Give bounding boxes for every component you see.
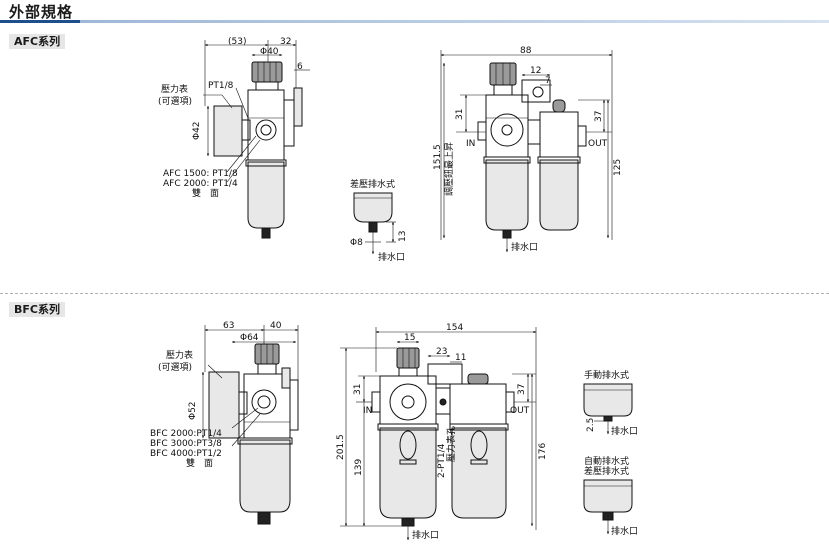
bfc-dia-gauge: Φ52	[188, 401, 198, 420]
bfc-both-sides: 雙 面	[186, 457, 213, 469]
afc-series-tag: AFC系列	[9, 34, 66, 49]
bfc-manual-drain-valve	[603, 415, 613, 422]
afc-in-label: IN	[466, 139, 475, 149]
bfc-bracket	[281, 367, 291, 389]
section-header: 外部規格	[0, 0, 829, 24]
bfc-combo-knob	[396, 347, 420, 369]
afc-combo-right-body	[539, 111, 579, 158]
bfc-dim-64: Φ64	[240, 333, 259, 343]
bfc-in-label: IN	[363, 406, 372, 416]
bfc-manual-drain-port: 排水口	[611, 425, 638, 437]
afc-adjust-knob	[251, 61, 283, 83]
bfc-combo-right-bowl	[451, 427, 507, 519]
bfc-drain-valve	[257, 511, 271, 525]
afc-drain-port: 排水口	[378, 251, 405, 263]
afc-gauge-label-1: 壓力表	[161, 83, 188, 95]
afc-dim-53: (53)	[228, 37, 246, 47]
bfc-manual-drain-detail	[583, 383, 633, 435]
afc-diff-drain-detail	[353, 192, 396, 255]
afc-out-label: OUT	[588, 139, 608, 149]
afc-combo-drain-port: 排水口	[511, 241, 538, 253]
afc-combo-view	[440, 50, 613, 253]
bfc-port-2: BFC 3000:PT3/8	[150, 439, 222, 449]
afc-dim-13: 13	[398, 231, 408, 242]
afc-combo-right-bowl	[539, 159, 579, 231]
bfc-dim-11: 11	[455, 353, 466, 363]
afc-combo-left-bowl	[485, 159, 529, 231]
bfc-dim-31: 31	[353, 384, 363, 395]
afc-both-sides: 雙 面	[192, 187, 219, 199]
bfc-combo-gauge-block	[427, 363, 463, 385]
afc-port-1: AFC 1500: PT1/8	[163, 169, 238, 179]
afc-adjust-knob-note: 調壓鈕最上昇	[443, 142, 455, 196]
afc-port-2: AFC 2000: PT1/4	[163, 179, 238, 189]
afc-dia-gauge: Φ42	[192, 121, 202, 140]
afc-combo-lubricator-cap	[552, 99, 566, 113]
bfc-dim-2-5: 2.5	[586, 418, 596, 432]
afc-combo-drain-valve	[502, 229, 512, 239]
bfc-dim-40: 40	[270, 321, 282, 331]
bfc-series-tag: BFC系列	[9, 302, 65, 317]
afc-diff-drain-bowl	[353, 192, 393, 223]
section-title-rule	[0, 20, 829, 23]
bfc-front-view	[201, 325, 299, 525]
bfc-dim-154: 154	[446, 323, 463, 333]
afc-dim-40: Φ40	[260, 47, 279, 57]
section-title: 外部規格	[9, 3, 74, 21]
bfc-auto-drain-bowl	[583, 479, 633, 513]
bfc-manual-drain-bowl	[583, 383, 633, 417]
bfc-dim-15: 15	[404, 333, 415, 343]
bfc-pt-label: 2-PT1/4	[437, 443, 447, 478]
bfc-combo-lubricator-cap	[467, 373, 489, 385]
bfc-gauge-label-2: (可選項)	[158, 362, 192, 373]
bfc-combo-left-bowl	[379, 427, 437, 519]
afc-gauge-label-2: (可選項)	[158, 96, 192, 107]
afc-dim-6: 6	[297, 62, 303, 72]
series-separator	[0, 293, 829, 294]
afc-dim-31: 31	[455, 109, 465, 120]
afc-dim-32: 32	[280, 37, 291, 47]
bfc-dim-201-5: 201.5	[336, 434, 346, 460]
afc-combo-gauge-block	[521, 79, 551, 103]
bfc-dim-139: 139	[354, 459, 364, 476]
bfc-port-3: BFC 4000:PT1/2	[150, 449, 222, 459]
bfc-combo-drain-port: 排水口	[412, 529, 439, 541]
bfc-out-label: OUT	[510, 406, 530, 416]
afc-drain-valve	[261, 227, 271, 239]
bfc-manual-drain-title: 手動排水式	[584, 369, 629, 381]
bfc-auto-drain-valve	[602, 511, 614, 521]
bfc-dim-176: 176	[538, 443, 548, 460]
afc-diff-drain-title: 差壓排水式	[350, 178, 395, 190]
afc-bracket	[293, 87, 303, 127]
afc-port	[255, 119, 277, 141]
afc-pressure-gauge	[213, 105, 243, 157]
bfc-auto-drain-port: 排水口	[611, 525, 638, 537]
bfc-gauge-label-1: 壓力表	[166, 349, 193, 361]
afc-front-view	[203, 40, 310, 239]
bfc-dim-63: 63	[223, 321, 234, 331]
afc-dim-37: 37	[594, 111, 604, 122]
afc-dim-12: 12	[530, 66, 541, 76]
afc-dim-7: 7	[545, 76, 551, 86]
afc-dim-88: 88	[520, 46, 532, 56]
bfc-combo-right-body	[449, 383, 507, 425]
bfc-port	[251, 389, 277, 415]
bfc-auto-drain-detail	[583, 479, 633, 535]
bfc-auto-drain-title-2: 差壓排水式	[584, 465, 629, 477]
bfc-auto-drain-title-1: 自動排水式	[584, 455, 629, 467]
afc-pt-gauge: PT1/8	[208, 81, 234, 91]
afc-dim-151-5: 151.5	[433, 144, 443, 170]
afc-diff-drain-valve	[368, 221, 378, 233]
afc-filter-bowl	[247, 161, 285, 229]
bfc-combo-view	[340, 327, 537, 541]
bfc-dim-37: 37	[517, 384, 527, 395]
bfc-combo-drain-valve	[401, 517, 415, 527]
afc-dim-125: 125	[613, 159, 623, 176]
bfc-port-1: BFC 2000:PT1/4	[150, 429, 222, 439]
bfc-filter-bowl	[239, 439, 291, 513]
bfc-gauge-hole: 壓力表孔	[445, 426, 457, 462]
bfc-dim-23: 23	[436, 347, 447, 357]
afc-dim-8: Φ8	[350, 238, 363, 248]
